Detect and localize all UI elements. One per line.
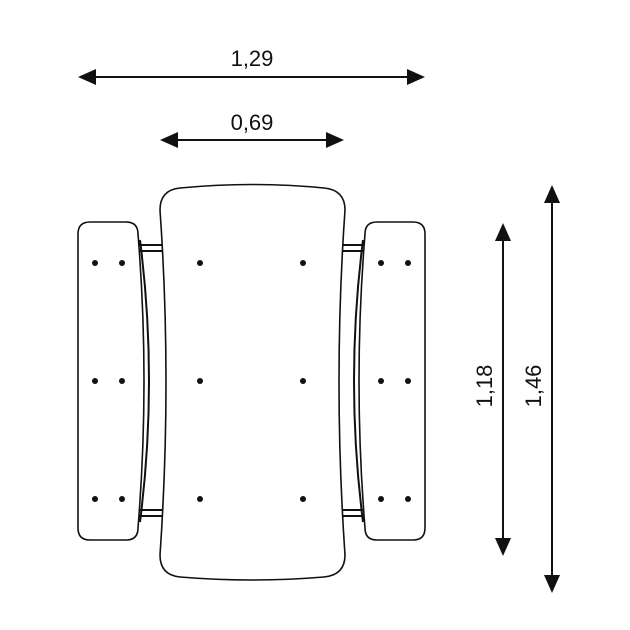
bolt-dot	[92, 378, 98, 384]
arrow-right-icon	[407, 69, 425, 85]
bolt-dot	[300, 378, 306, 384]
arrow-left-icon	[160, 132, 178, 148]
frame-connectors	[138, 239, 366, 523]
bolt-dot	[378, 378, 384, 384]
arrow-down-icon	[495, 538, 511, 556]
arrow-down-icon	[544, 575, 560, 593]
overall-width-dimension: 1,29	[78, 46, 425, 85]
bench-length-dimension: 1,18	[472, 223, 511, 556]
bolt-dot	[300, 260, 306, 266]
arrow-up-icon	[544, 185, 560, 203]
bolt-dot	[119, 378, 125, 384]
bolt-dot	[119, 496, 125, 502]
bolt-dot	[405, 378, 411, 384]
table-length-dimension: 1,46	[521, 185, 560, 593]
arrow-up-icon	[495, 223, 511, 241]
table-top	[159, 183, 346, 581]
bolt-dots	[92, 260, 411, 502]
bolt-dot	[92, 496, 98, 502]
bolt-dot	[119, 260, 125, 266]
bolt-dot	[197, 260, 203, 266]
bolt-dot	[300, 496, 306, 502]
table-width-label: 0,69	[231, 110, 274, 135]
arrow-left-icon	[78, 69, 96, 85]
bench-length-label: 1,18	[472, 365, 497, 408]
left-bench	[77, 221, 145, 541]
bolt-dot	[92, 260, 98, 266]
bolt-dot	[405, 260, 411, 266]
table-length-label: 1,46	[521, 365, 546, 408]
bolt-dot	[378, 496, 384, 502]
table-width-dimension: 0,69	[160, 110, 344, 148]
overall-width-label: 1,29	[231, 46, 274, 71]
bolt-dot	[197, 378, 203, 384]
arrow-right-icon	[326, 132, 344, 148]
bolt-dot	[405, 496, 411, 502]
bolt-dot	[378, 260, 384, 266]
bolt-dot	[197, 496, 203, 502]
right-bench	[358, 221, 426, 541]
